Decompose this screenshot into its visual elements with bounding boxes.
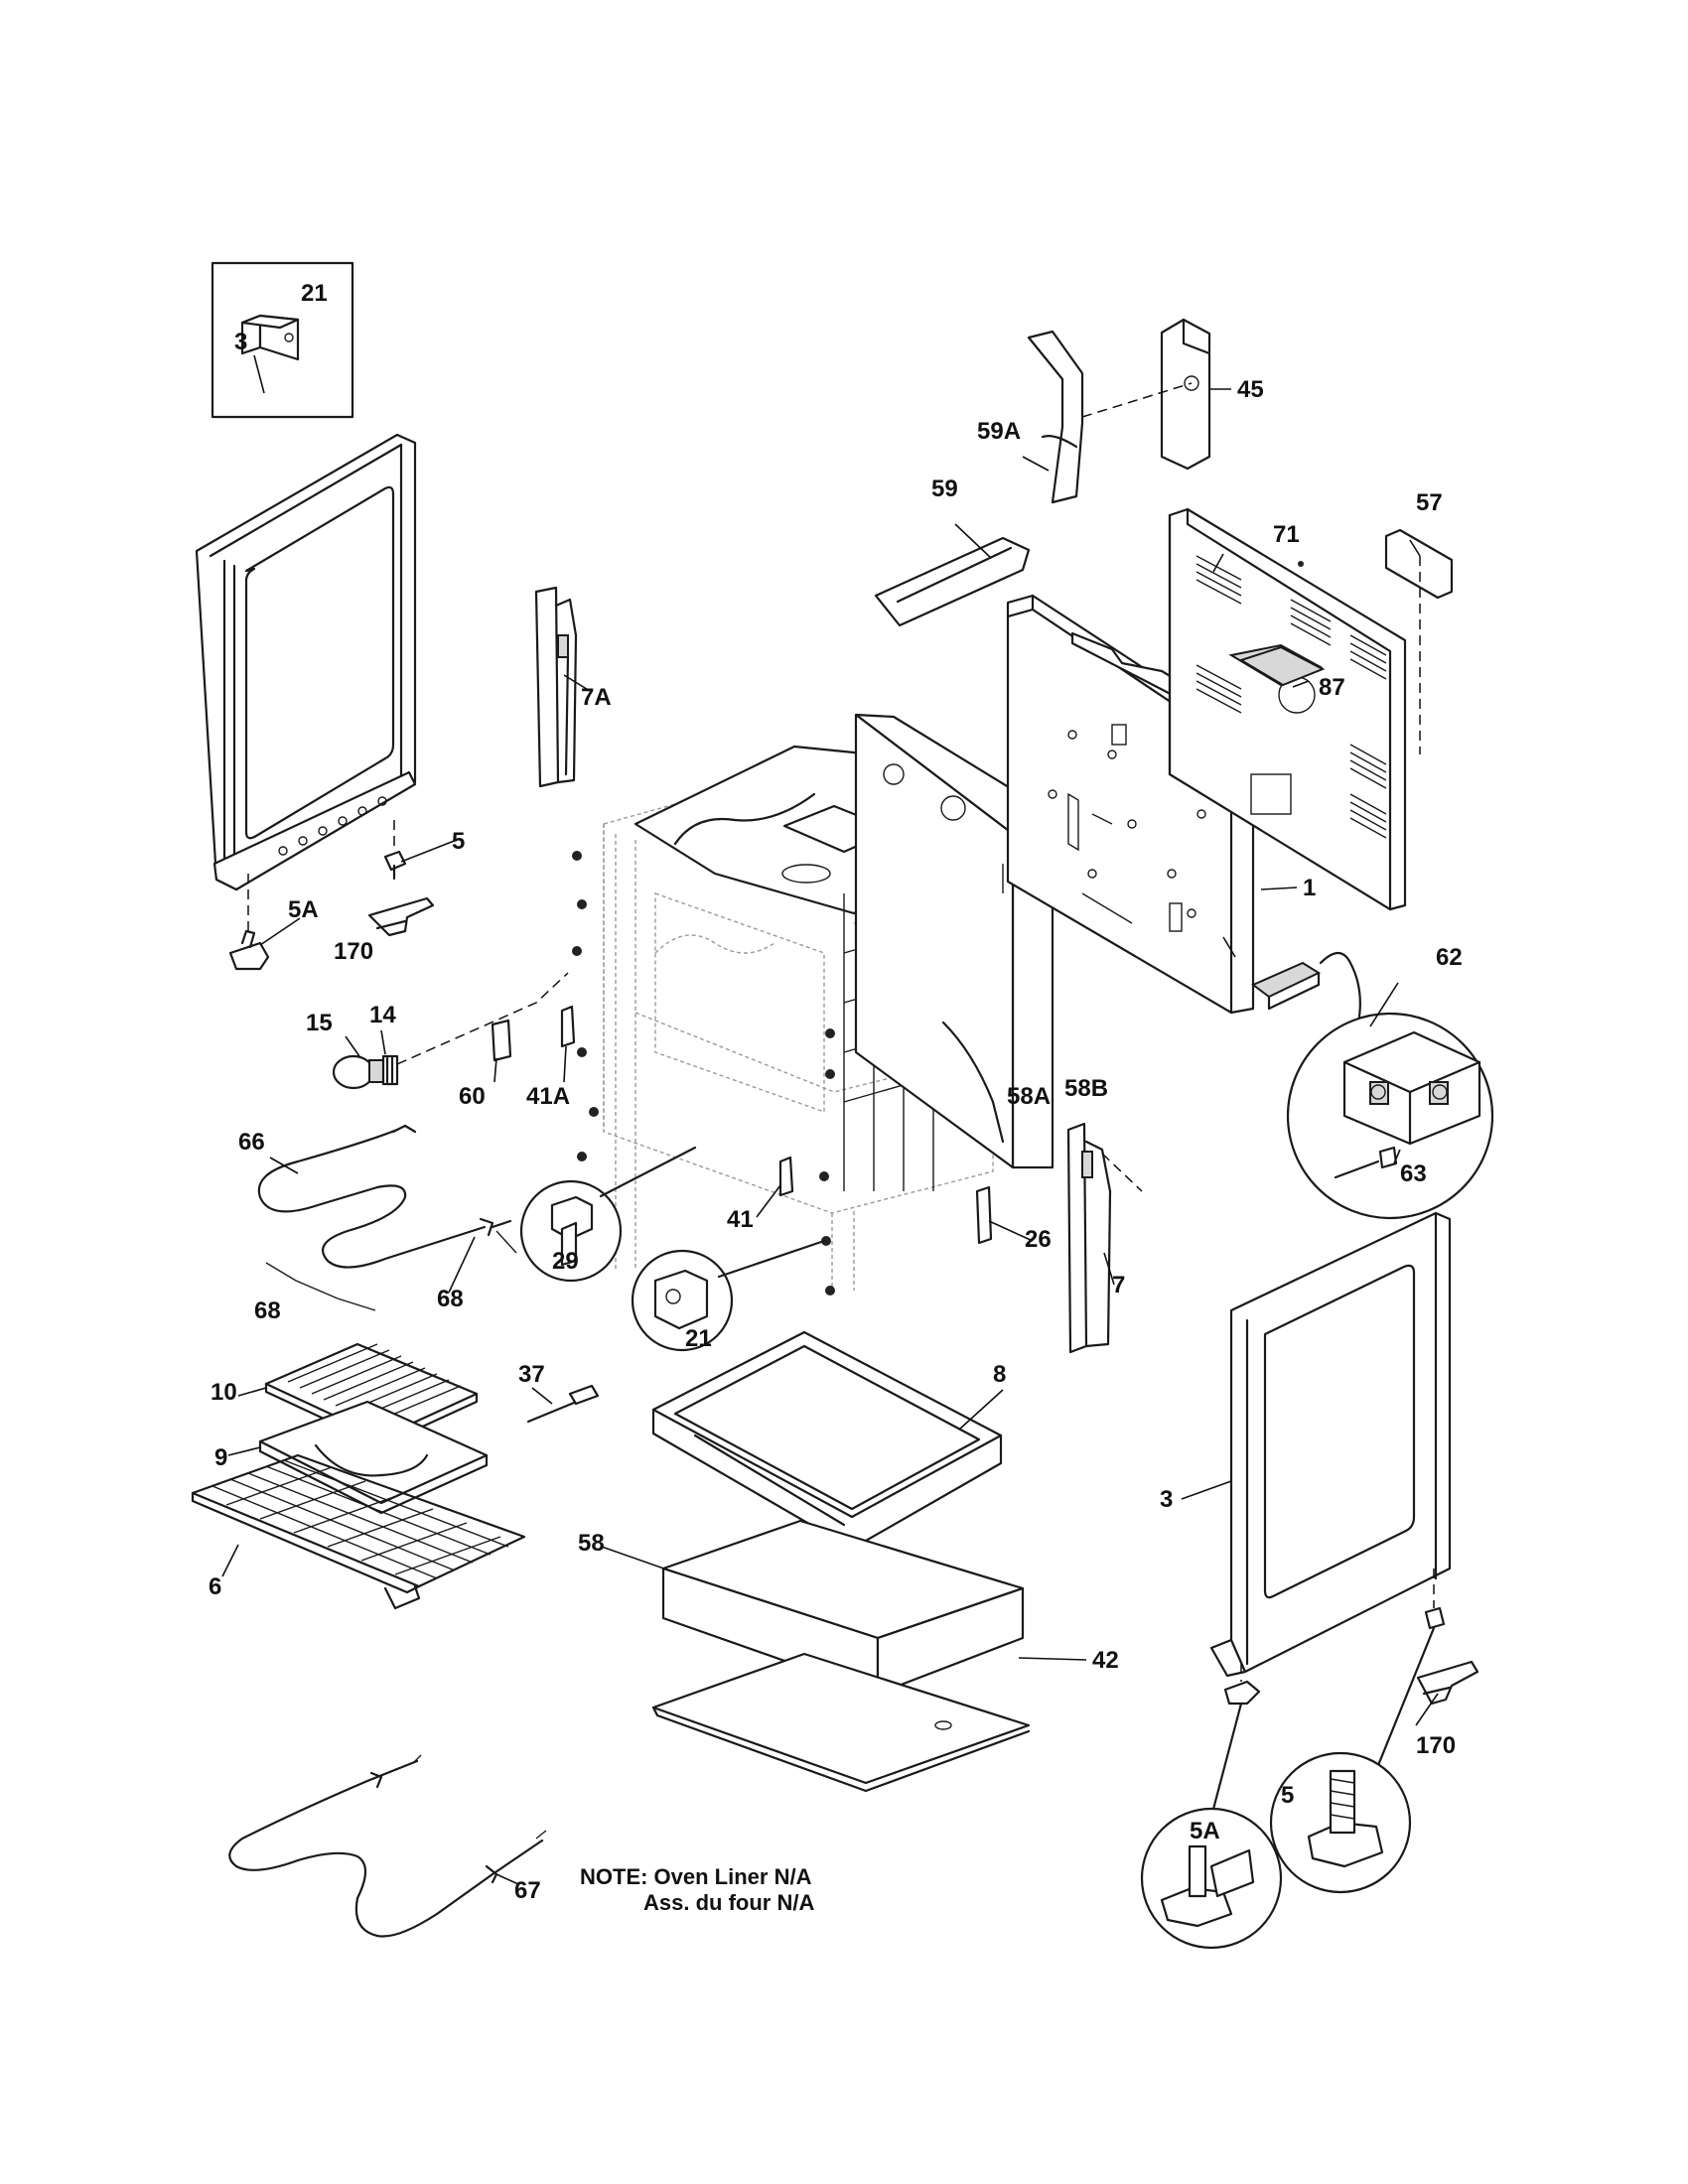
label-29: 29	[552, 1248, 579, 1275]
insulation-58A	[941, 1021, 1005, 1144]
label-37: 37	[518, 1361, 545, 1388]
terminal-block-detail-circle	[1286, 1012, 1494, 1220]
insulation-68-lines	[265, 1230, 517, 1311]
oven-light-bulb-and-socket	[332, 972, 569, 1090]
label-45: 45	[1237, 376, 1264, 403]
bottom-panel-42	[651, 1652, 1031, 1793]
label-5-right: 5	[1281, 1782, 1294, 1809]
label-57: 57	[1416, 489, 1443, 516]
note-line-1: NOTE: Oven Liner N/A	[580, 1864, 812, 1889]
label-7A: 7A	[581, 684, 612, 711]
label-21-box: 21	[301, 280, 328, 307]
inset-box-part-21	[211, 261, 354, 419]
label-67: 67	[514, 1877, 541, 1904]
vent-slots	[1196, 555, 1387, 839]
oven-rack-6	[191, 1453, 526, 1610]
label-59A: 59A	[977, 418, 1021, 445]
vent-duct-parts	[874, 318, 1211, 627]
note-line-2: Ass. du four N/A	[643, 1890, 814, 1915]
bake-element-67	[228, 1754, 547, 1938]
label-71: 71	[1273, 521, 1300, 548]
detail-circle-21	[631, 1239, 826, 1352]
door-hinge-parts-right	[1209, 1569, 1479, 1819]
label-41A: 41A	[526, 1083, 570, 1110]
label-59: 59	[931, 476, 958, 502]
detail-circle-29	[519, 1146, 697, 1283]
rack-slide-7	[1066, 1122, 1143, 1354]
label-26: 26	[1025, 1226, 1052, 1253]
label-9: 9	[214, 1444, 227, 1471]
label-15: 15	[306, 1010, 333, 1036]
broil-element-66	[257, 1124, 512, 1269]
label-58A: 58A	[1007, 1083, 1051, 1110]
label-7: 7	[1112, 1272, 1125, 1298]
label-3-left: 3	[234, 329, 247, 355]
label-42: 42	[1092, 1647, 1119, 1674]
label-63: 63	[1400, 1160, 1427, 1187]
label-3-right: 3	[1160, 1486, 1173, 1513]
part-60-clip	[491, 1019, 512, 1062]
label-41: 41	[727, 1206, 754, 1233]
label-5A-right: 5A	[1190, 1818, 1220, 1844]
label-10: 10	[211, 1379, 237, 1406]
label-21-circle: 21	[685, 1325, 712, 1352]
detail-circle-5A	[1140, 1807, 1283, 1950]
label-170-left: 170	[334, 938, 373, 965]
storage-drawer-8	[651, 1330, 1003, 1551]
part-87	[1238, 645, 1326, 687]
label-66: 66	[238, 1129, 265, 1156]
label-5-left: 5	[452, 828, 465, 855]
insulation-58B	[854, 713, 1055, 1169]
detail-circle-5	[1269, 1751, 1412, 1894]
label-5A-left: 5A	[288, 896, 319, 923]
label-60: 60	[459, 1083, 486, 1110]
rack-slide-7A	[534, 586, 578, 788]
part-37	[526, 1384, 600, 1424]
label-6: 6	[209, 1573, 221, 1600]
door-hinge-parts-left	[228, 820, 435, 971]
oven-door-left	[195, 433, 417, 891]
rear-cover-71	[1168, 507, 1407, 911]
broiler-pan-9	[258, 1400, 489, 1515]
oven-door-right	[1209, 1211, 1452, 1678]
label-170-right: 170	[1416, 1732, 1456, 1759]
label-68-right: 68	[437, 1286, 464, 1312]
label-57	[1384, 528, 1454, 754]
label-14: 14	[369, 1002, 396, 1028]
label-8: 8	[993, 1361, 1006, 1388]
label-58B: 58B	[1064, 1075, 1108, 1102]
label-87: 87	[1319, 674, 1345, 701]
label-58: 58	[578, 1530, 605, 1557]
oven-liner-note: NOTE: Oven Liner N/A Ass. du four N/A	[580, 1864, 814, 1915]
part-labels: 21 3 7A 5 5A 170 14 15 60 41A 58A 58B 1 …	[209, 280, 1463, 1904]
label-1: 1	[1303, 875, 1316, 901]
label-68-left: 68	[254, 1297, 281, 1324]
label-62: 62	[1436, 944, 1463, 971]
leader-lines	[221, 354, 1439, 1885]
